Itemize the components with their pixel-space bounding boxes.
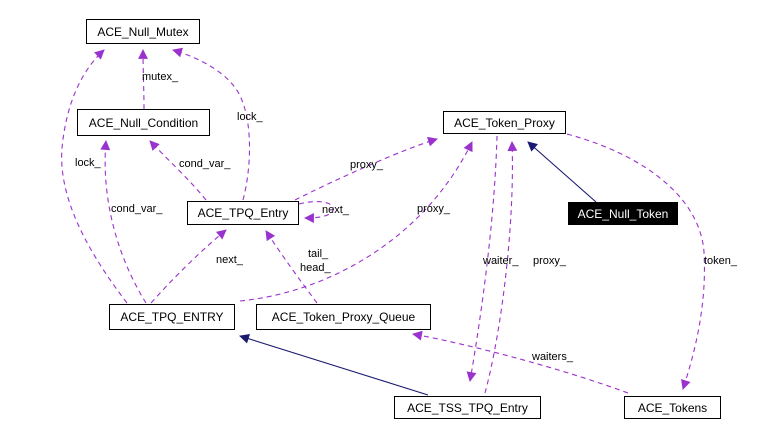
edge-label-lock-right: lock_	[237, 111, 263, 123]
edge-inheritance-null-token	[527, 141, 597, 203]
edge-waiter	[466, 135, 498, 382]
edge-label-waiter: waiter_	[483, 255, 519, 267]
edge-label-condvar-left: cond_var_	[111, 203, 163, 215]
edge-condvar-mid	[149, 140, 207, 201]
node-ace-token-proxy[interactable]: ACE_Token_Proxy	[443, 111, 566, 134]
edge-proxy-from-tpq-entry	[294, 136, 438, 201]
node-ace-token-proxy-queue[interactable]: ACE_Token_Proxy_Queue	[256, 304, 431, 330]
edge-label-mutex: mutex_	[142, 71, 179, 83]
edge-lock-left	[61, 49, 128, 304]
edge-label-proxy-3: proxy_	[533, 255, 567, 267]
edge-next-lower	[150, 229, 227, 304]
node-ace-null-condition[interactable]: ACE_Null_Condition	[77, 109, 210, 136]
node-ace-null-mutex[interactable]: ACE_Null_Mutex	[86, 19, 200, 44]
node-ace-tokens[interactable]: ACE_Tokens	[624, 396, 721, 419]
edge-waiters	[412, 330, 629, 394]
edge-label-next-self: next_	[322, 204, 349, 216]
edge-mutex	[138, 49, 148, 110]
edge-label-lock-left: lock_	[75, 157, 101, 169]
node-ace-tss-tpq-entry[interactable]: ACE_TSS_TPQ_Entry	[394, 396, 541, 419]
edge-token	[566, 133, 705, 390]
edge-label-proxy-1: proxy_	[350, 159, 384, 171]
node-ace-tpq-entry[interactable]: ACE_TPQ_Entry	[187, 201, 299, 225]
edge-label-tail: tail_	[308, 248, 329, 260]
edge-label-next-lower: next_	[216, 254, 243, 266]
edge-label-condvar-mid: cond_var_	[179, 158, 231, 170]
edge-proxy-from-tss	[484, 141, 518, 394]
node-ace-null-token: ACE_Null_Token	[568, 202, 678, 225]
edge-proxy-from-queue	[239, 141, 473, 302]
edge-label-head: head_	[300, 262, 331, 274]
edge-next-self-loop	[298, 201, 334, 223]
node-ace-tpq-entry-caps[interactable]: ACE_TPQ_ENTRY	[109, 304, 235, 330]
edge-lock-right	[172, 47, 250, 201]
edge-label-waiters: waiters_	[532, 351, 573, 363]
edge-condvar-left	[100, 140, 147, 304]
edge-label-proxy-2: proxy_	[417, 203, 451, 215]
edge-inheritance-tss-tpq	[239, 333, 429, 396]
edge-label-token: token_	[704, 255, 738, 267]
